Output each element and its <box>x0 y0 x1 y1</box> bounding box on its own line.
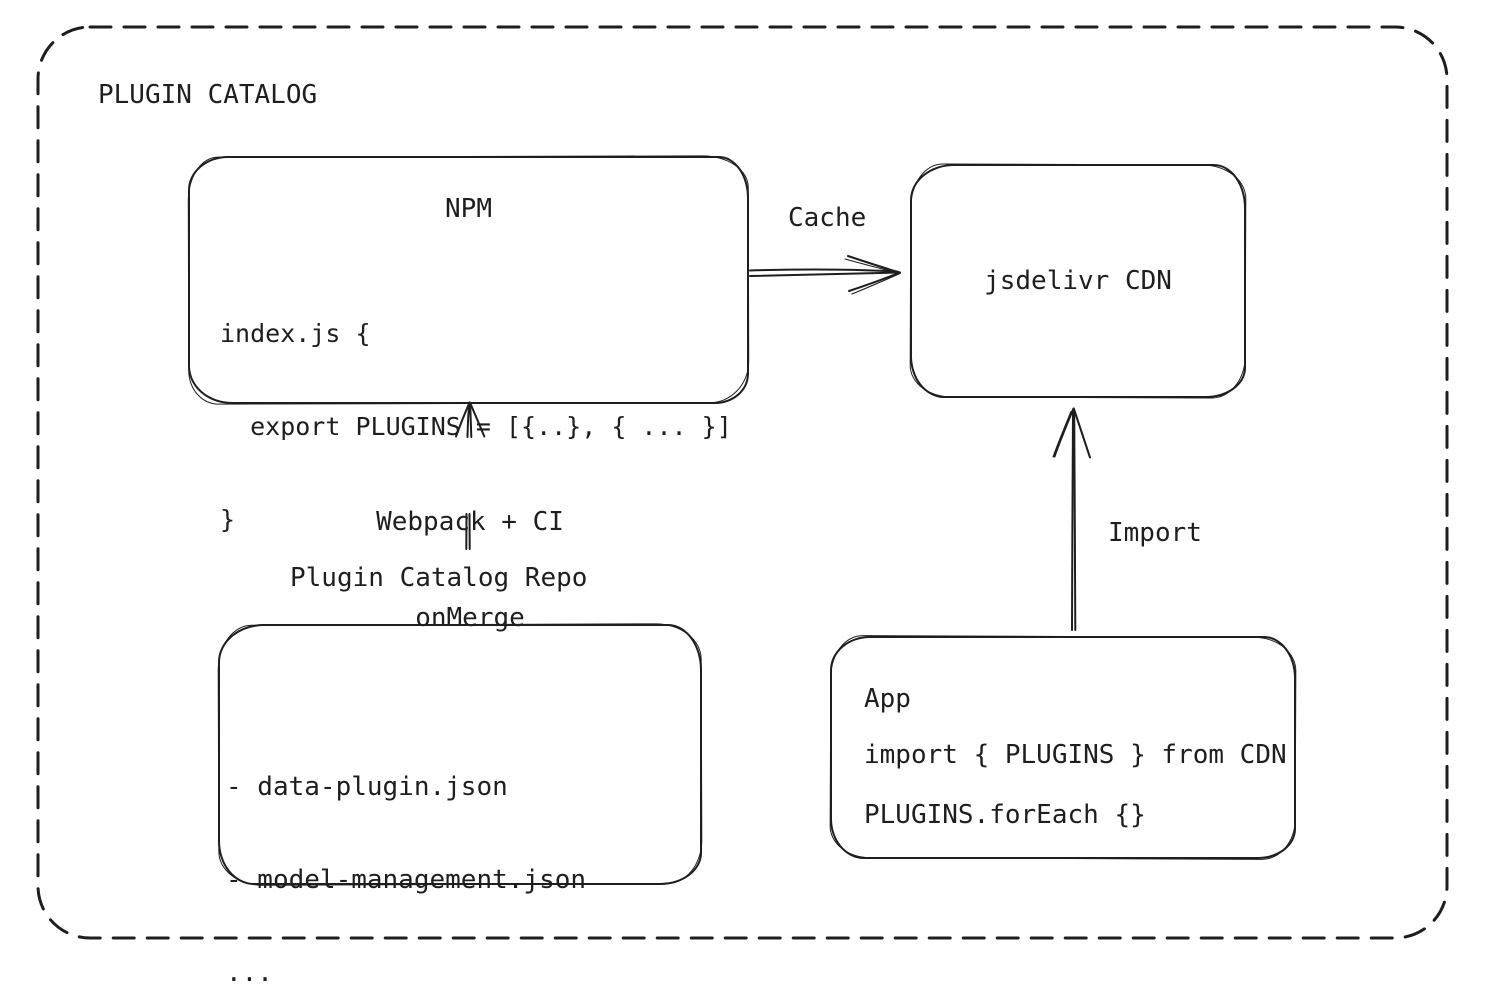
import-arrow <box>1052 407 1091 631</box>
import-arrow-label: Import <box>1108 518 1202 548</box>
repo-node: - data-plugin.json - model-management.js… <box>218 624 702 988</box>
npm-node: NPM index.js { export PLUGINS = [{..}, {… <box>188 156 749 534</box>
cdn-node-title: jsdelivr CDN <box>984 266 1172 296</box>
repo-node-title: Plugin Catalog Repo <box>290 563 588 593</box>
npm-node-title: NPM <box>445 194 492 224</box>
app-node: App import { PLUGINS } from CDN PLUGINS.… <box>830 636 1296 859</box>
repo-file-item: ... <box>226 958 273 988</box>
npm-code-block: index.js { export PLUGINS = [{..}, { ...… <box>220 256 732 597</box>
app-code-line: PLUGINS.forEach {} <box>864 800 1146 830</box>
repo-file-item: - data-plugin.json <box>226 772 508 802</box>
diagram-title: PLUGIN CATALOG <box>98 80 318 110</box>
webpack-arrow-label: Webpack + CI onMerge <box>340 442 600 698</box>
repo-file-list: - data-plugin.json - model-management.js… <box>226 710 586 1002</box>
app-node-title: App <box>864 684 911 714</box>
npm-code-line: } <box>220 505 236 534</box>
webpack-arrow-label-line1: Webpack + CI <box>376 507 564 537</box>
webpack-arrow-label-line2: onMerge <box>415 603 525 633</box>
cache-arrow <box>749 255 901 295</box>
webpack-arrow <box>455 401 486 550</box>
npm-code-line: export PLUGINS = [{..}, { ... }] <box>220 412 732 441</box>
cdn-node: jsdelivr CDN <box>910 164 1246 398</box>
catalog-boundary <box>36 25 1449 940</box>
npm-code-line: index.js { <box>220 319 371 348</box>
app-code-line: import { PLUGINS } from CDN <box>864 740 1287 770</box>
cache-arrow-label: Cache <box>788 203 867 233</box>
repo-file-item: - model-management.json <box>226 865 587 895</box>
